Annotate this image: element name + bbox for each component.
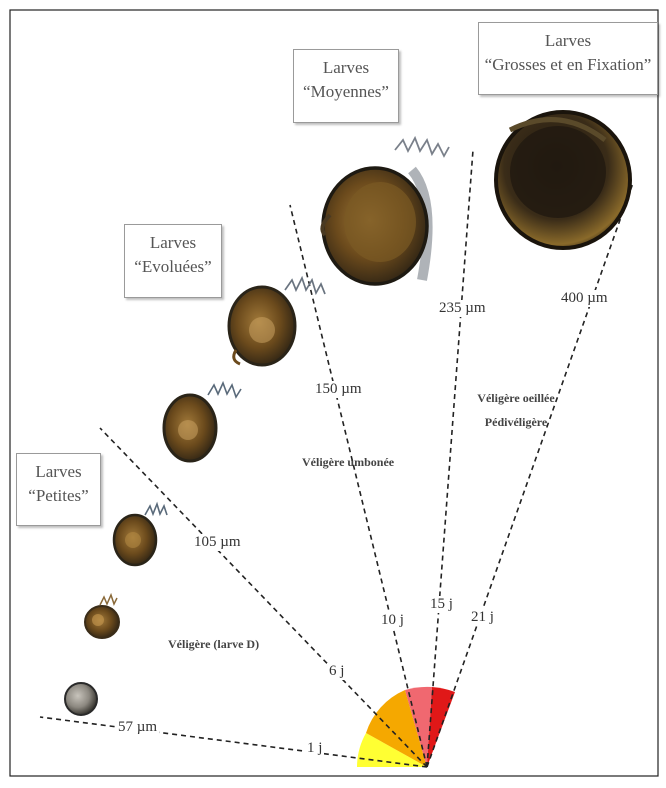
size-105um: 105 µm — [192, 534, 243, 551]
label-moyennes: Larves “Moyennes” — [293, 49, 399, 123]
ray-150um — [290, 205, 427, 767]
day-6j: 6 j — [327, 663, 346, 680]
day-21j: 21 j — [469, 609, 496, 626]
larva-evolved-1 — [164, 383, 241, 461]
larva-small-2 — [85, 595, 119, 638]
label-petites: Larves “Petites” — [16, 453, 101, 526]
age-fan — [357, 687, 455, 767]
label-evoluees-line2: “Evoluées” — [125, 255, 221, 279]
label-evoluees-line1: Larves — [125, 231, 221, 255]
day-10j: 10 j — [379, 612, 406, 629]
label-moyennes-line1: Larves — [294, 56, 398, 80]
label-petites-line2: “Petites” — [17, 484, 100, 508]
stage-d-larva: Véligère (larve D) — [168, 637, 259, 652]
size-235um: 235 µm — [437, 300, 488, 317]
day-1j: 1 j — [305, 740, 324, 757]
size-57um: 57 µm — [116, 719, 159, 736]
ray-235um — [427, 150, 473, 767]
stage-oeillee: Véligère oeillée — [466, 391, 566, 406]
label-grosses-line2: “Grosses et en Fixation” — [479, 53, 657, 77]
label-grosses-line1: Larves — [479, 29, 657, 53]
day-15j: 15 j — [428, 596, 455, 613]
larva-57um — [65, 683, 97, 715]
size-400um: 400 µm — [559, 290, 610, 307]
ray-400um — [427, 183, 633, 767]
label-petites-line1: Larves — [17, 460, 100, 484]
label-moyennes-line2: “Moyennes” — [294, 80, 398, 104]
size-150um: 150 µm — [313, 381, 364, 398]
label-evoluees: Larves “Evoluées” — [124, 224, 222, 298]
larva-large — [496, 112, 630, 248]
stage-pedi: Pédivéligère — [466, 415, 566, 430]
label-grosses: Larves “Grosses et en Fixation” — [478, 22, 658, 95]
larva-medium — [322, 138, 449, 284]
larva-small-3 — [114, 504, 167, 565]
stage-umbonee: Véligère umbonée — [302, 455, 394, 470]
